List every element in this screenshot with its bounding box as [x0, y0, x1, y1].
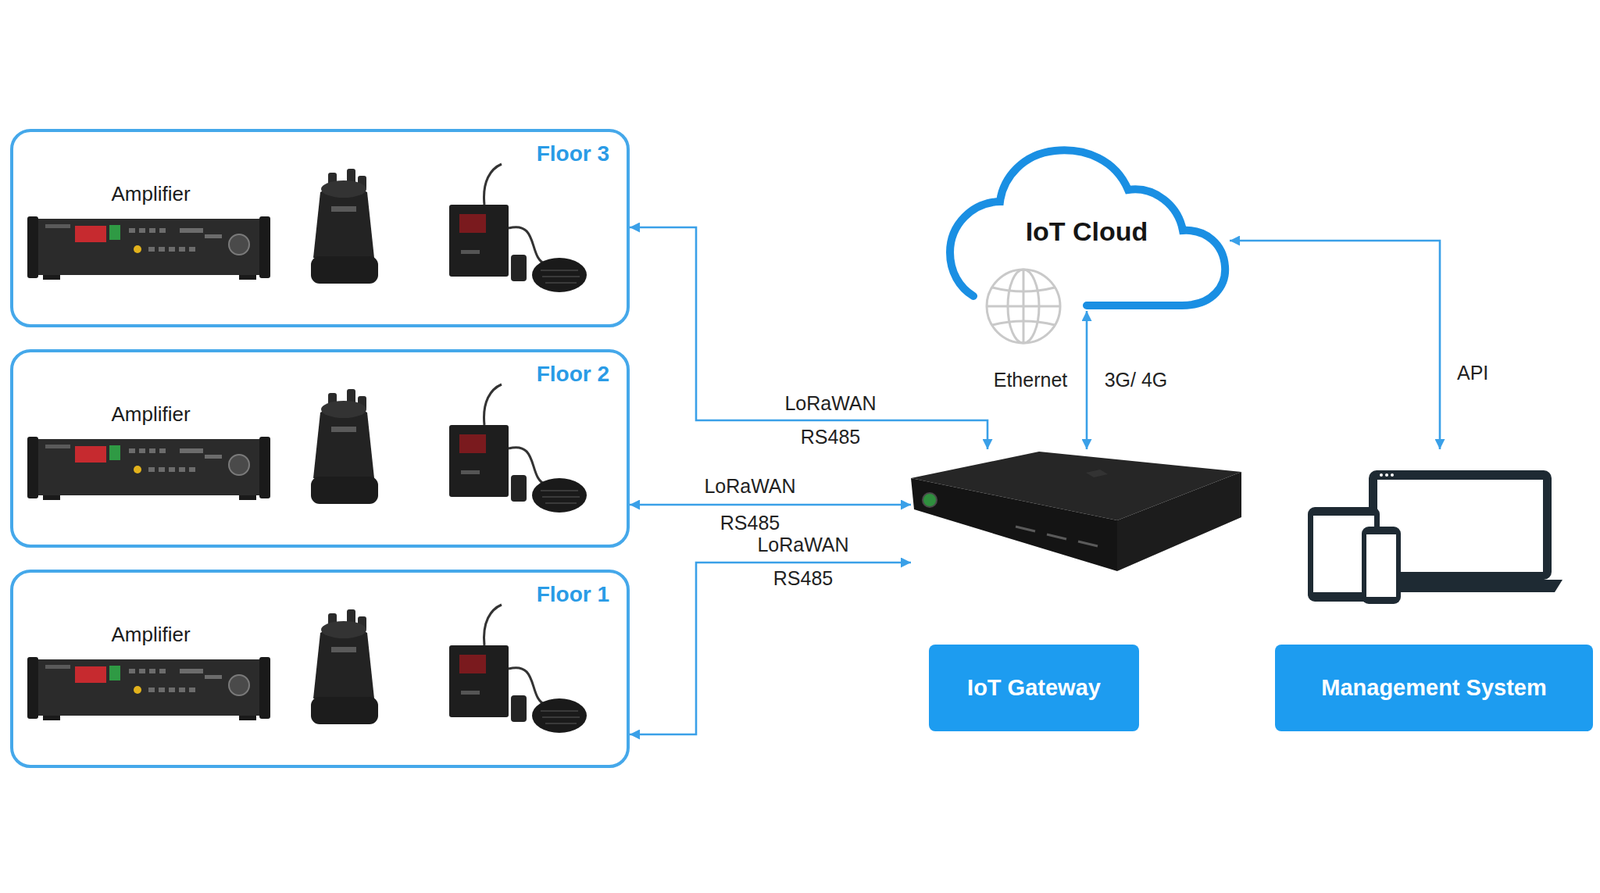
management-node: Management System: [1275, 449, 1593, 732]
connector-arrow: [629, 503, 911, 507]
protocol-label: RS485: [717, 511, 783, 535]
device-label: Amplifier: [110, 622, 190, 647]
cloud-node: IoT Cloud: [943, 142, 1230, 311]
edge-label: LoRaWAN: [782, 392, 879, 415]
floor-heading: Floor 3: [536, 141, 610, 167]
protocol-label: RS485: [798, 425, 863, 449]
floor-zone: Floor 3 Amplifier: [10, 128, 630, 328]
device-label: Amplifier: [110, 402, 190, 427]
connector-arrow: [629, 562, 911, 735]
device-label: Amplifier: [110, 182, 190, 207]
floor-equipment: [27, 164, 587, 293]
floor-heading: Floor 2: [536, 361, 610, 387]
gateway-device: [910, 451, 1242, 572]
label-button: Management System: [1275, 644, 1593, 732]
connector-arrow: [629, 227, 988, 450]
connector-arrow: [1229, 240, 1440, 450]
edge-label: API: [1454, 361, 1491, 385]
label-button: IoT Gateway: [928, 644, 1140, 732]
protocol-label: RS485: [771, 567, 836, 590]
floor-equipment: [27, 604, 587, 733]
management-devices: [1307, 470, 1563, 604]
floor-equipment: [27, 384, 587, 513]
connector-arrow: [1085, 310, 1089, 450]
globe-icon: [986, 269, 1061, 343]
floor-zone: Floor 1 Amplifier: [10, 569, 630, 768]
link-label: Ethernet: [991, 368, 1071, 392]
cloud-title: IoT Cloud: [943, 216, 1230, 247]
gateway-node: IoT Gateway: [910, 449, 1242, 732]
edge-label: LoRaWAN: [701, 475, 798, 498]
floor-heading: Floor 1: [536, 582, 610, 608]
floor-zone: Floor 2 Amplifier: [10, 349, 630, 548]
edge-label: LoRaWAN: [754, 533, 851, 557]
link-label: 3G/ 4G: [1102, 368, 1171, 392]
